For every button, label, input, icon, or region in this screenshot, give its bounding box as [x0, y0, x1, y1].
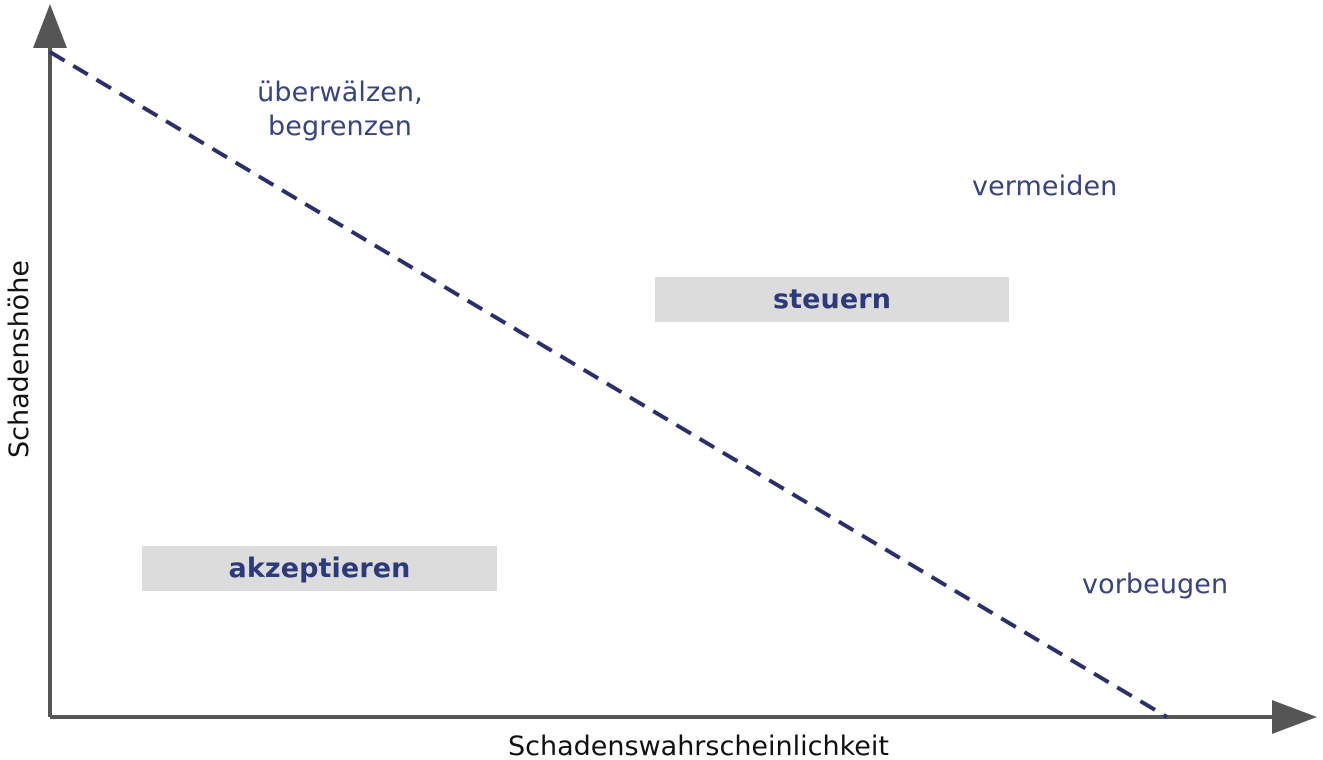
x-axis-title: Schadenswahrscheinlichkeit	[508, 731, 889, 760]
x-axis-arrow-icon	[1272, 700, 1317, 734]
zone-box-akzeptieren: akzeptieren	[142, 546, 497, 591]
zone-box-steuern: steuern	[655, 277, 1009, 322]
y-axis-title: Schadenshöhe	[4, 260, 35, 458]
y-axis-arrow-icon	[33, 4, 67, 48]
label-vorbeugen: vorbeugen	[1082, 569, 1229, 600]
zone-box-akzeptieren-label: akzeptieren	[228, 553, 411, 584]
label-vermeiden: vermeiden	[972, 171, 1118, 202]
risk-boundary-dashed-line	[48, 50, 1169, 719]
zone-box-steuern-label: steuern	[772, 284, 892, 315]
label-ueberwaelzen-begrenzen: überwälzen, begrenzen	[257, 77, 423, 142]
